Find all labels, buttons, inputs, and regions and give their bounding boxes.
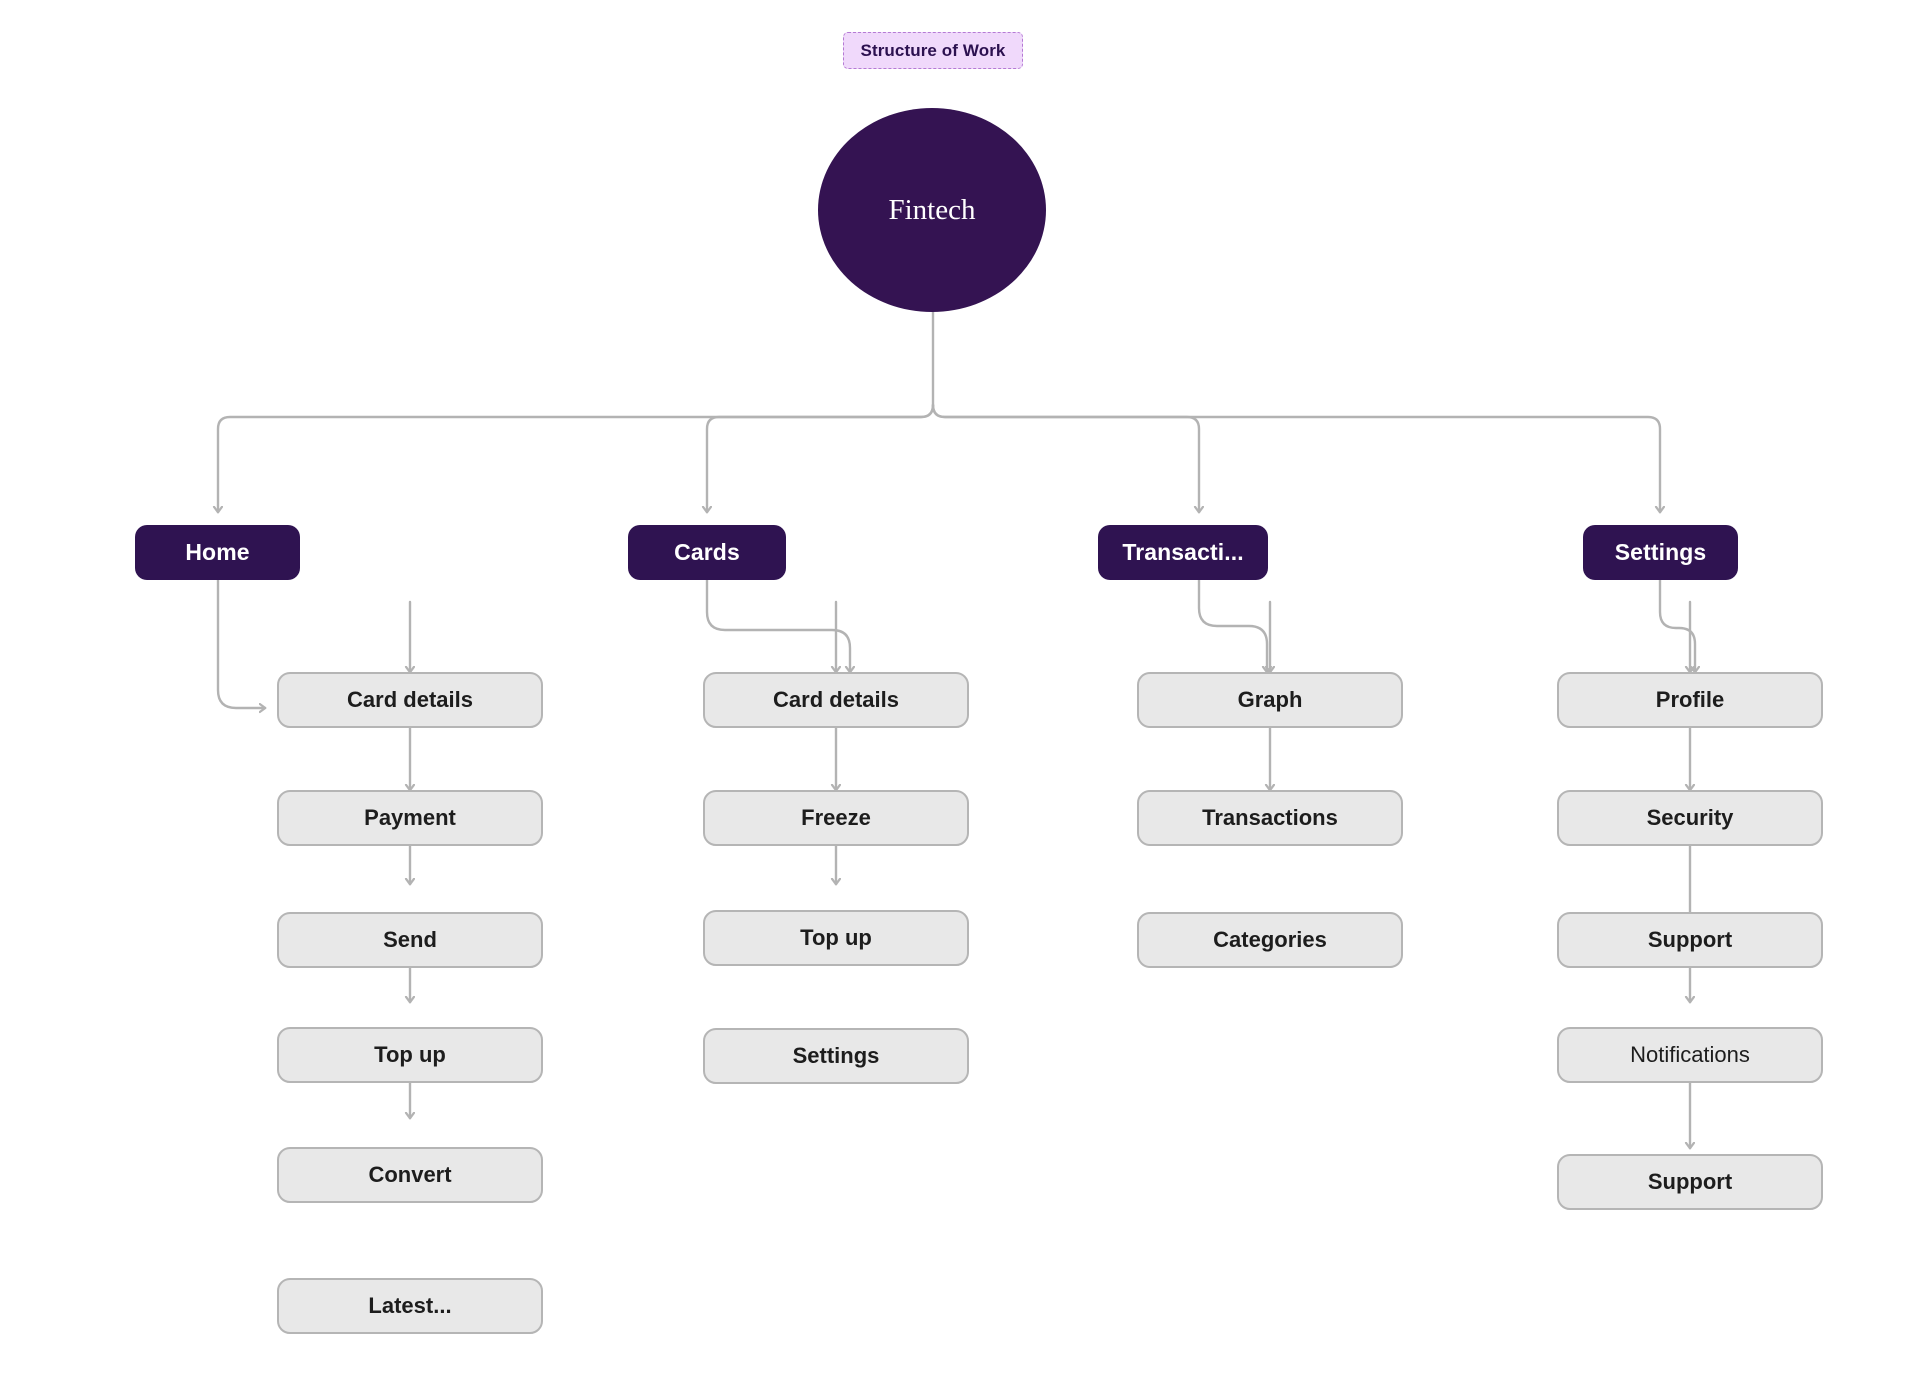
branch-node-home[interactable]: Home — [135, 525, 300, 580]
leaf-node-settings-notifications[interactable]: Notifications — [1557, 1027, 1823, 1083]
leaf-node-cards-freeze[interactable]: Freeze — [703, 790, 969, 846]
leaf-node-transactions-categories[interactable]: Categories — [1137, 912, 1403, 968]
leaf-node-settings-support-secondary[interactable]: Support — [1557, 1154, 1823, 1210]
leaf-node-transactions-graph[interactable]: Graph — [1137, 672, 1403, 728]
edge-root-to-home — [218, 403, 935, 512]
edge-settings-to-profile — [1658, 578, 1695, 672]
edge-root-to-transactions — [931, 403, 1199, 512]
leaf-node-home-card-details[interactable]: Card details — [277, 672, 543, 728]
leaf-node-home-convert[interactable]: Convert — [277, 1147, 543, 1203]
leaf-node-cards-top-up[interactable]: Top up — [703, 910, 969, 966]
branch-node-settings[interactable]: Settings — [1583, 525, 1738, 580]
branch-node-cards[interactable]: Cards — [628, 525, 786, 580]
edge-root-to-cards — [707, 403, 935, 512]
leaf-node-settings-security[interactable]: Security — [1557, 790, 1823, 846]
edge-home-to-card-details — [216, 578, 265, 708]
leaf-node-home-send[interactable]: Send — [277, 912, 543, 968]
edge-root-to-settings — [931, 403, 1660, 512]
leaf-node-cards-card-details[interactable]: Card details — [703, 672, 969, 728]
branch-node-transactions[interactable]: Transacti... — [1098, 525, 1268, 580]
edge-transactions-to-graph — [1197, 578, 1267, 672]
leaf-node-settings-support[interactable]: Support — [1557, 912, 1823, 968]
edge-cards-to-card-details — [705, 578, 850, 672]
leaf-node-home-top-up[interactable]: Top up — [277, 1027, 543, 1083]
leaf-node-home-payment[interactable]: Payment — [277, 790, 543, 846]
leaf-node-transactions-transactions[interactable]: Transactions — [1137, 790, 1403, 846]
leaf-node-home-latest[interactable]: Latest... — [277, 1278, 543, 1334]
root-node-fintech[interactable]: Fintech — [818, 108, 1046, 312]
diagram-title-chip[interactable]: Structure of Work — [843, 32, 1023, 69]
leaf-node-settings-profile[interactable]: Profile — [1557, 672, 1823, 728]
leaf-node-cards-settings[interactable]: Settings — [703, 1028, 969, 1084]
